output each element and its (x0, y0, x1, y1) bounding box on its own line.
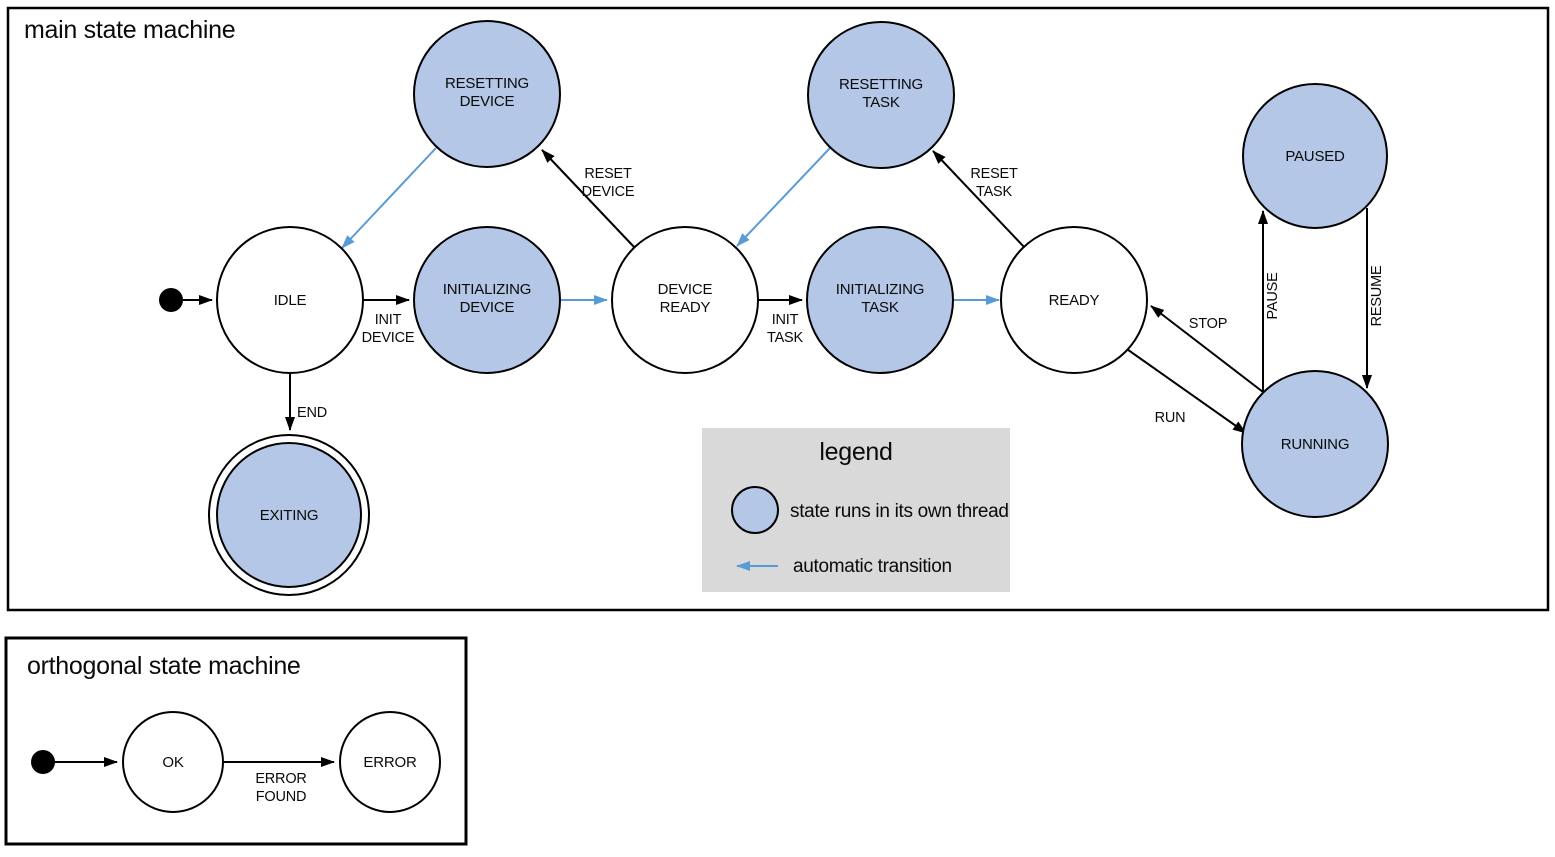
transition-reset-device-label-line2: DEVICE (582, 184, 635, 200)
state-error-label: ERROR (363, 754, 417, 771)
orthogonal-panel-title: orthogonal state machine (27, 652, 301, 680)
state-initializing-device-label-line2: DEVICE (460, 299, 515, 316)
transition-pause-label: PAUSE (1265, 272, 1281, 320)
main-panel-frame (6, 6, 1550, 612)
transition-reset-device-label-line1: RESET (584, 166, 632, 182)
state-resetting-task-label-line2: TASK (862, 94, 899, 111)
transition-run-label: RUN (1155, 410, 1186, 426)
legend-auto-transition-text: automatic transition (793, 556, 952, 577)
state-initializing-device-label-line1: INITIALIZING (443, 281, 531, 298)
state-initializing-device (413, 226, 561, 374)
main-panel-title: main state machine (24, 16, 235, 44)
transition-init-task-label-line2: TASK (767, 330, 804, 346)
legend-title: legend (819, 438, 892, 466)
state-ready (1000, 226, 1148, 374)
transition-init-task-label-line1: INIT (772, 312, 799, 328)
state-idle-label: IDLE (274, 292, 307, 309)
state-resetting-device-label-line1: RESETTING (445, 75, 529, 92)
transition-init-device-label-line1: INIT (375, 312, 402, 328)
state-running (1241, 370, 1389, 518)
transition-reset-task-label-line1: RESET (970, 166, 1018, 182)
state-resetting-device-label-line2: DEVICE (460, 93, 515, 110)
transition-init-device-label-line2: DEVICE (362, 330, 415, 346)
state-resetting-device (413, 20, 561, 168)
transition-stop (1150, 305, 1264, 393)
transition-reset-task-label-line2: TASK (976, 184, 1013, 200)
start-state-dot (159, 288, 183, 312)
orthogonal-panel-frame (4, 636, 468, 846)
transition-reset-task (932, 150, 1026, 249)
state-exiting-label: EXITING (260, 507, 319, 524)
transition-auto-resettask-to-devready (736, 147, 831, 247)
transition-auto-resetdev-to-idle (341, 147, 437, 249)
transition-error-found-label-line1: ERROR (255, 771, 306, 787)
state-initializing-task-label-line1: INITIALIZING (836, 281, 924, 298)
orthogonal-start-state-dot (31, 750, 55, 774)
state-device-ready-label-line2: READY (660, 299, 711, 316)
state-running-label: RUNNING (1281, 436, 1350, 453)
legend-threaded-state-swatch (731, 486, 779, 534)
transition-end-label: END (297, 405, 327, 421)
state-error (339, 711, 441, 813)
transition-stop-label: STOP (1189, 316, 1227, 332)
transition-error-found-label-line2: FOUND (256, 789, 307, 805)
state-idle (216, 226, 364, 374)
state-ok (122, 711, 224, 813)
transition-reset-device (541, 149, 636, 249)
transition-run (1123, 346, 1247, 434)
state-resetting-task-label-line1: RESETTING (839, 76, 923, 93)
state-paused-label: PAUSED (1285, 148, 1345, 165)
state-initializing-task (806, 226, 954, 374)
state-exiting (216, 442, 362, 588)
transition-resume-label: RESUME (1369, 265, 1385, 326)
state-ok-label: OK (162, 754, 183, 771)
state-ready-label: READY (1049, 292, 1100, 309)
state-resetting-task (807, 21, 955, 169)
state-paused (1242, 83, 1388, 229)
state-device-ready (611, 226, 759, 374)
state-initializing-task-label-line2: TASK (861, 299, 898, 316)
state-device-ready-label-line1: DEVICE (658, 281, 713, 298)
legend-threaded-state-text: state runs in its own thread (790, 501, 1009, 522)
